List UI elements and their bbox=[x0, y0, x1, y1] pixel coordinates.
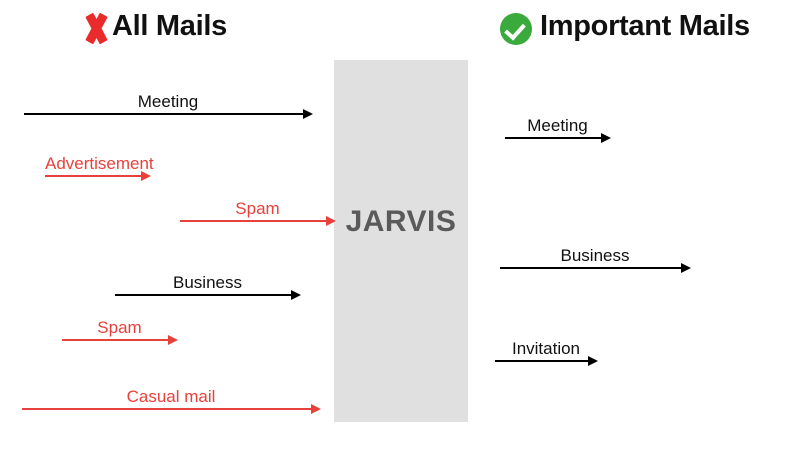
mail-flow-label: Advertisement bbox=[45, 154, 154, 173]
arrow-line bbox=[24, 113, 303, 115]
arrow-head-icon bbox=[168, 335, 178, 345]
arrow-line bbox=[115, 294, 291, 296]
cross-mark-icon bbox=[80, 11, 112, 45]
arrow-head-icon bbox=[311, 404, 321, 414]
mail-flow-label: Invitation bbox=[511, 339, 581, 358]
arrow-line bbox=[505, 137, 601, 139]
arrow-head-icon bbox=[141, 171, 151, 181]
mail-flow-label: Business bbox=[560, 246, 630, 265]
arrow-head-icon bbox=[681, 263, 691, 273]
jarvis-label: JARVIS bbox=[345, 205, 457, 238]
mail-flow-label: Spam bbox=[97, 318, 142, 337]
arrow-head-icon bbox=[291, 290, 301, 300]
arrow-head-icon bbox=[303, 109, 313, 119]
arrow-line bbox=[62, 339, 168, 341]
check-tick-icon bbox=[504, 18, 526, 41]
jarvis-box: JARVIS bbox=[334, 60, 468, 422]
check-circle-icon bbox=[500, 13, 532, 45]
mail-flow-label: Spam bbox=[235, 199, 280, 218]
arrow-line bbox=[22, 408, 311, 410]
mail-flow-label: Casual mail bbox=[126, 387, 216, 406]
page-title-important-mails: Important Mails bbox=[540, 10, 750, 42]
arrow-head-icon bbox=[326, 216, 336, 226]
mail-flow-label: Meeting bbox=[527, 116, 588, 135]
arrow-head-icon bbox=[601, 133, 611, 143]
arrow-line bbox=[45, 175, 141, 177]
mail-flow-label: Business bbox=[173, 273, 242, 292]
arrow-line bbox=[500, 267, 681, 269]
arrow-line bbox=[180, 220, 326, 222]
arrow-line bbox=[495, 360, 588, 362]
mail-flow-label: Meeting bbox=[137, 92, 199, 111]
arrow-head-icon bbox=[588, 356, 598, 366]
page-title-all-mails: All Mails bbox=[112, 10, 227, 42]
